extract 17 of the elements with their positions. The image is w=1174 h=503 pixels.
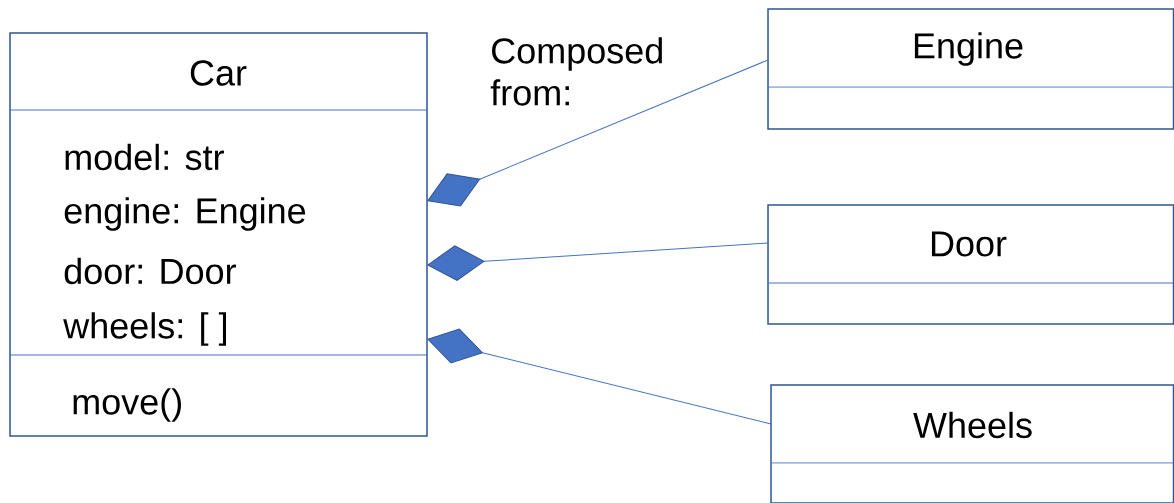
class-box xyxy=(770,384,1174,503)
attribute-text: engine: Engine xyxy=(64,197,306,231)
class-box xyxy=(9,32,428,437)
attribute-text: door: Door xyxy=(64,257,236,285)
composition-line xyxy=(427,328,772,425)
method-text: move() xyxy=(73,388,181,422)
class-name: Door xyxy=(931,231,1007,257)
composition-line xyxy=(427,59,769,207)
class-box xyxy=(767,8,1174,130)
attribute-text: wheels: [ ] xyxy=(63,312,226,346)
class-box xyxy=(767,204,1174,325)
attribute-text: model: str xyxy=(65,143,224,171)
class-name: Wheels xyxy=(913,411,1032,439)
class-name: Engine xyxy=(914,32,1023,66)
composition-line xyxy=(427,242,769,281)
relation-label: Composed from: xyxy=(490,37,662,106)
class-name: Car xyxy=(190,60,247,86)
